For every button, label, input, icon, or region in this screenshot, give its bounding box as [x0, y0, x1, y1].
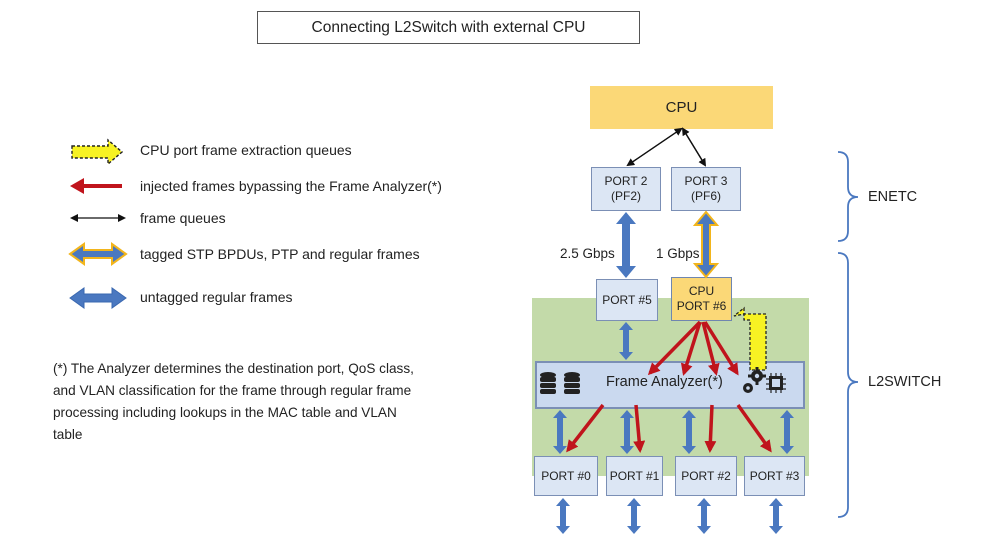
l2switch-brace — [837, 252, 859, 518]
port-2-label: PORT 2 — [604, 174, 648, 188]
cpu-port-label: CPU — [688, 284, 715, 298]
blue-gold-double-arrow-icon — [68, 242, 128, 266]
red-arrow-icon — [70, 178, 122, 194]
port-3-sublabel: (PF6) — [691, 189, 721, 203]
port-3: PORT #3 — [744, 456, 805, 496]
cpu-port-6: CPU PORT #6 — [671, 277, 732, 321]
legend-label-tagged: tagged STP BPDUs, PTP and regular frames — [140, 246, 420, 262]
port-1-label: PORT #1 — [609, 468, 660, 483]
port-3-bottom-label: PORT #3 — [749, 468, 800, 483]
enetc-brace — [837, 151, 859, 242]
diagram-title: Connecting L2Switch with external CPU — [257, 11, 640, 44]
frame-analyzer-label: Frame Analyzer(*) — [606, 374, 723, 390]
port-0-label: PORT #0 — [541, 468, 591, 483]
port-2-sublabel: (PF2) — [611, 189, 641, 203]
speed-left: 2.5 Gbps — [560, 246, 615, 261]
port-2-bottom-label: PORT #2 — [681, 468, 731, 483]
legend-label-frame-queues: frame queues — [140, 210, 226, 226]
legend-label-extraction: CPU port frame extraction queues — [140, 142, 352, 158]
cpu-box: CPU — [590, 86, 773, 129]
chip-icon — [766, 373, 786, 393]
legend-label-untagged: untagged regular frames — [140, 289, 293, 305]
port-1: PORT #1 — [606, 456, 663, 496]
port-3-pf6: PORT 3 (PF6) — [671, 167, 741, 211]
port-2: PORT #2 — [675, 456, 737, 496]
port-0: PORT #0 — [534, 456, 598, 496]
port-3-label: PORT 3 — [684, 174, 728, 188]
legend-label-injected: injected frames bypassing the Frame Anal… — [140, 178, 442, 194]
port-5: PORT #5 — [596, 279, 658, 321]
analyzer-footnote: (*) The Analyzer determines the destinat… — [53, 361, 414, 442]
enetc-label: ENETC — [868, 189, 918, 205]
speed-right: 1 Gbps — [656, 246, 700, 261]
gears-icon — [743, 367, 766, 393]
database-icon — [540, 372, 580, 394]
blue-double-arrow-icon — [69, 287, 127, 309]
black-double-arrow-icon — [70, 214, 126, 222]
port-2-pf2: PORT 2 (PF2) — [591, 167, 661, 211]
port-5-label: PORT #5 — [602, 292, 652, 307]
yellow-dashed-arrow-icon — [71, 138, 124, 166]
cpu-port-number: PORT #6 — [676, 299, 727, 313]
l2switch-label: L2SWITCH — [868, 374, 942, 390]
